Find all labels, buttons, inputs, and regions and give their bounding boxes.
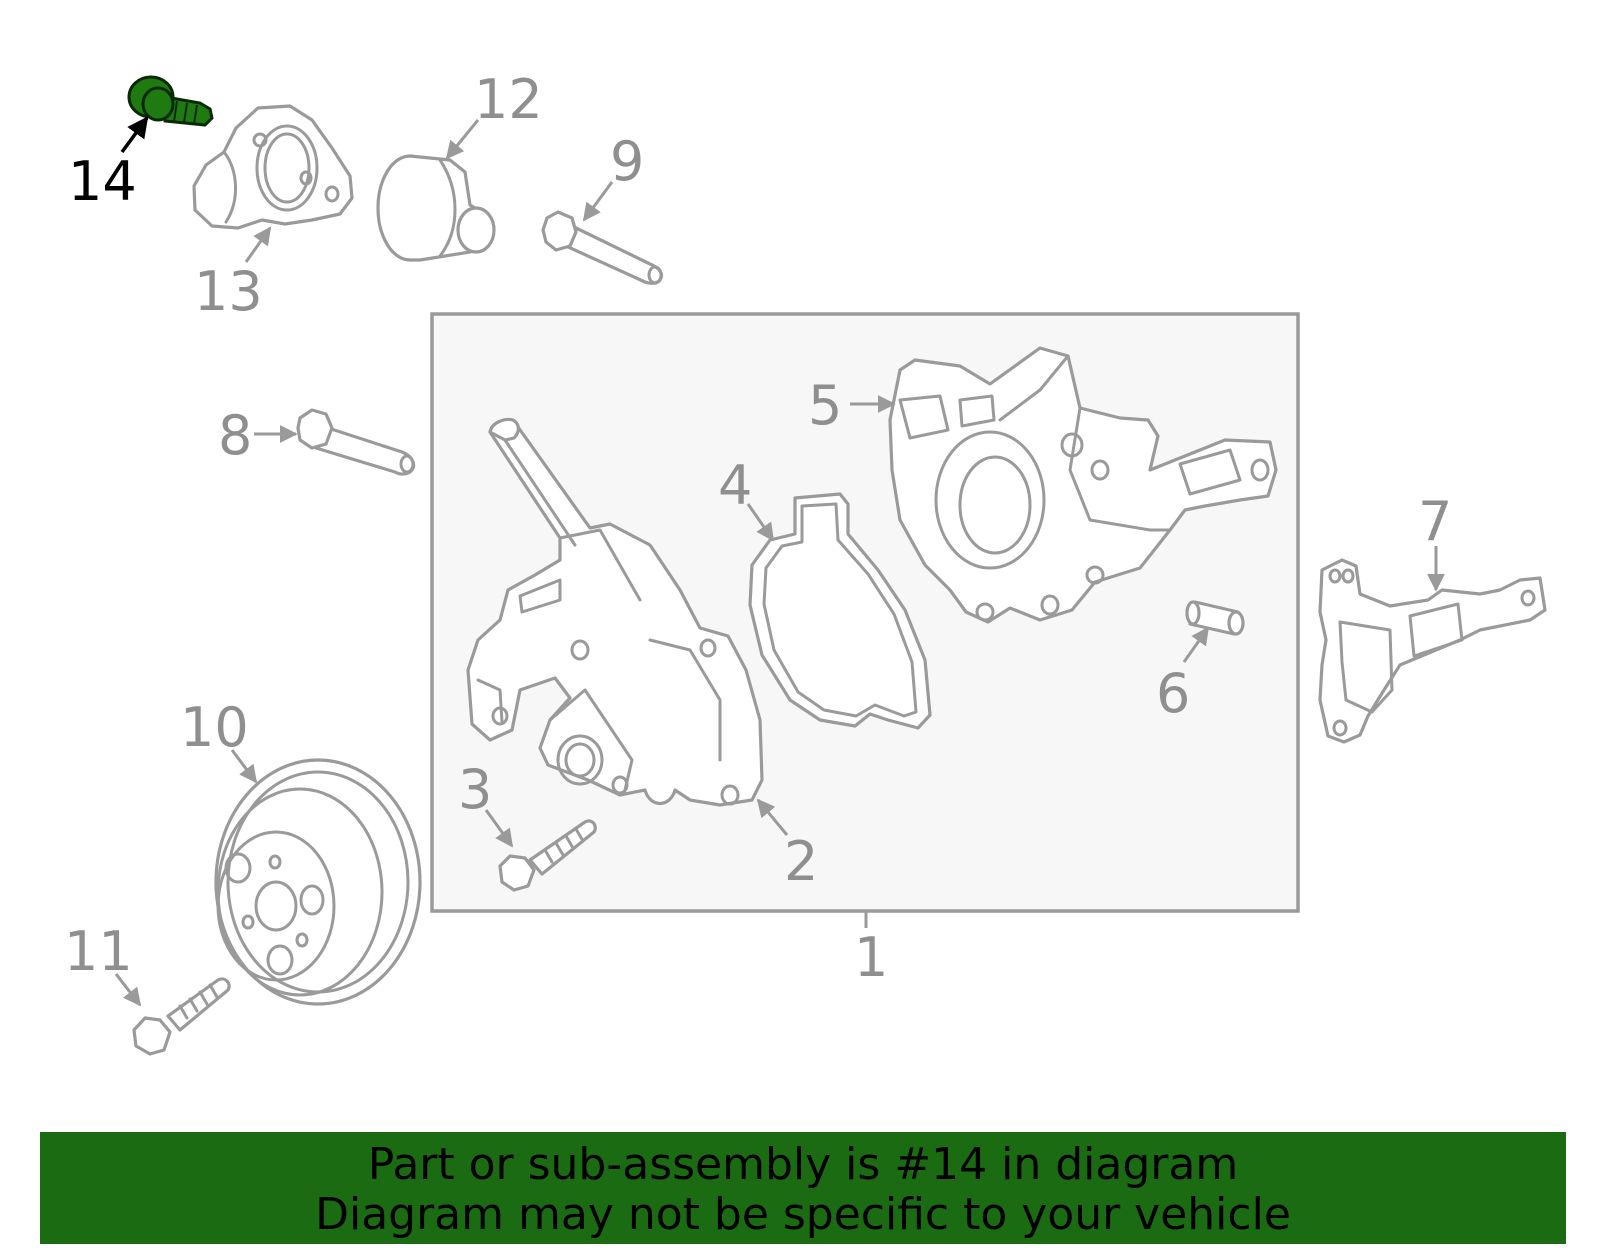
part-10-pulley[interactable] — [214, 758, 422, 1006]
callout-11-label: 11 — [64, 920, 133, 983]
callout-6-leader — [1182, 626, 1210, 663]
callout-4-label: 4 — [718, 454, 752, 517]
part-2-water-pump[interactable] — [466, 417, 764, 807]
callout-6-label: 6 — [1156, 662, 1190, 725]
callout-10-leader — [230, 749, 258, 784]
callout-12-label: 12 — [474, 68, 543, 131]
callout-10-label: 10 — [180, 696, 249, 759]
callout-5-label: 5 — [808, 374, 842, 437]
part-14-bolt[interactable] — [127, 75, 214, 127]
callout-12-leader — [445, 119, 480, 160]
callout-13-label: 13 — [194, 260, 263, 323]
part-7-gasket[interactable] — [1318, 558, 1547, 744]
banner-line-2: Diagram may not be specific to your vehi… — [315, 1189, 1291, 1240]
callout-1-label: 1 — [854, 926, 888, 989]
callout-9-label: 9 — [610, 130, 644, 193]
part-13-thermostat-housing[interactable] — [192, 104, 354, 230]
callout-11-leader — [114, 973, 142, 1007]
part-6-dowel[interactable] — [1185, 600, 1245, 636]
banner-line-1: Part or sub-assembly is #14 in diagram — [367, 1139, 1239, 1190]
callout-2-leader — [756, 798, 789, 836]
callout-2-label: 2 — [784, 830, 818, 893]
callout-4-leader — [746, 503, 775, 542]
part-12-thermostat[interactable] — [376, 154, 496, 262]
part-3-bolt[interactable] — [498, 819, 597, 892]
callout-3-label: 3 — [458, 758, 492, 821]
callout-7-label: 7 — [1418, 490, 1452, 553]
part-9-bolt[interactable] — [541, 210, 664, 285]
callout-13-leader — [244, 226, 272, 263]
callout-14-label: 14 — [68, 150, 137, 213]
info-banner: Part or sub-assembly is #14 in diagram D… — [40, 1132, 1566, 1244]
part-8-bolt[interactable] — [296, 408, 416, 476]
part-5-housing[interactable] — [888, 346, 1278, 624]
callout-8-label: 8 — [218, 404, 252, 467]
callout-14-leader — [120, 116, 149, 154]
callout-9-leader — [582, 181, 614, 222]
part-11-bolt[interactable] — [132, 977, 231, 1056]
part-4-gasket[interactable] — [748, 492, 932, 730]
callout-3-leader — [484, 809, 514, 848]
